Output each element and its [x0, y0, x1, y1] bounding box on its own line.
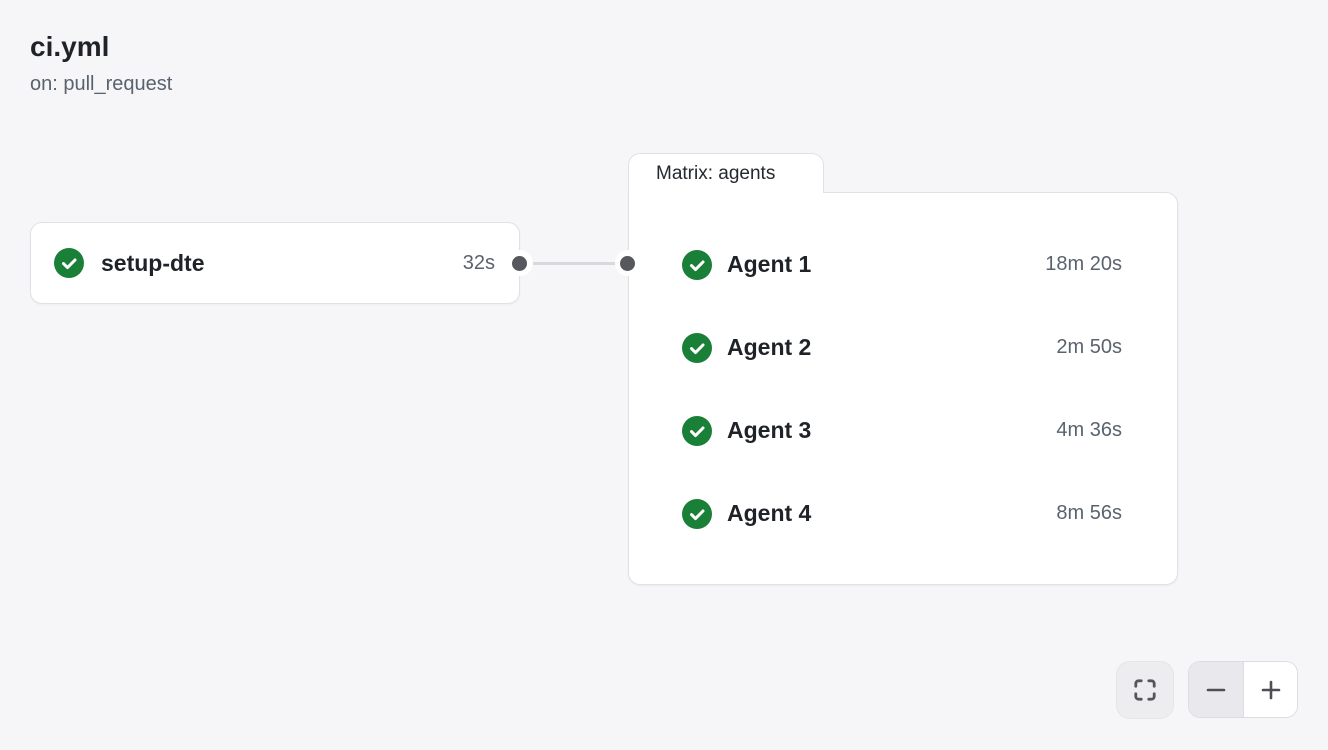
- job-node-setup-dte[interactable]: setup-dte 32s: [30, 222, 520, 304]
- connector-dot: [512, 256, 527, 271]
- job-name: Agent 1: [727, 251, 812, 277]
- job-duration: 2m 50s: [1056, 336, 1122, 358]
- fit-to-window-button[interactable]: [1116, 661, 1174, 719]
- job-name: Agent 4: [727, 500, 812, 526]
- connector-dot: [620, 256, 635, 271]
- matrix-group: Agent 1 18m 20s Agent 2 2m 50s Agent 3 4…: [628, 192, 1178, 585]
- matrix-group-label: Matrix: agents: [656, 162, 776, 184]
- minus-icon: [1206, 688, 1226, 691]
- zoom-controls: [1188, 661, 1298, 718]
- workflow-trigger-event: on: pull_request: [30, 72, 173, 95]
- job-node-agent-3[interactable]: Agent 3 4m 36s: [682, 389, 1122, 472]
- job-name: Agent 3: [727, 417, 812, 443]
- job-duration: 18m 20s: [1045, 253, 1122, 275]
- plus-icon: [1261, 680, 1280, 699]
- check-circle-icon: [682, 249, 712, 280]
- matrix-group-tab: Matrix: agents: [628, 153, 824, 193]
- job-node-agent-1[interactable]: Agent 1 18m 20s: [682, 223, 1122, 306]
- job-duration: 8m 56s: [1056, 502, 1122, 524]
- fit-to-window-icon: [1134, 679, 1156, 701]
- zoom-out-button[interactable]: [1189, 662, 1243, 717]
- job-node-agent-4[interactable]: Agent 4 8m 56s: [682, 472, 1122, 555]
- connector-line: [520, 262, 628, 265]
- job-duration: 32s: [462, 251, 495, 274]
- job-node-agent-2[interactable]: Agent 2 2m 50s: [682, 306, 1122, 389]
- zoom-in-button[interactable]: [1243, 662, 1297, 717]
- job-name: setup-dte: [101, 249, 205, 276]
- check-circle-icon: [682, 332, 712, 363]
- job-duration: 4m 36s: [1056, 419, 1122, 441]
- check-circle-icon: [682, 498, 712, 529]
- job-name: Agent 2: [727, 334, 812, 360]
- workflow-file-name: ci.yml: [30, 31, 110, 62]
- workflow-header: ci.yml on: pull_request: [30, 30, 172, 96]
- check-circle-icon: [54, 248, 84, 278]
- check-circle-icon: [682, 415, 712, 446]
